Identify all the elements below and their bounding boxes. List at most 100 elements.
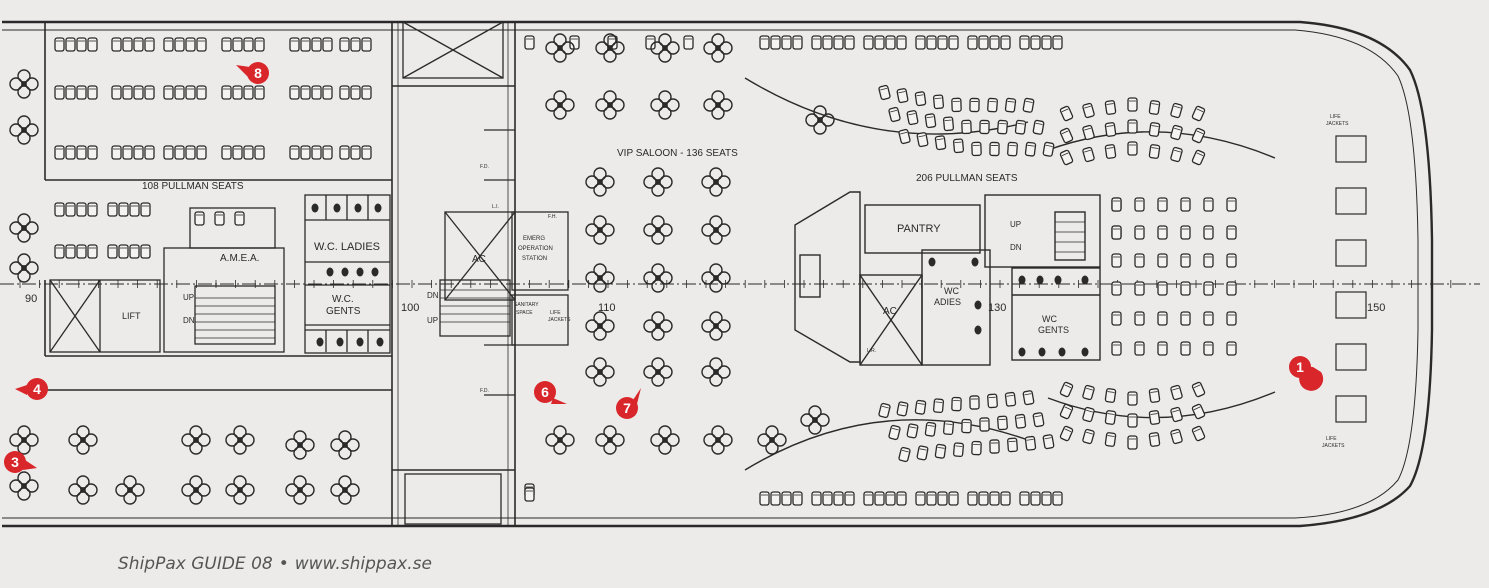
dn-mid-label: DN bbox=[427, 291, 439, 300]
seat bbox=[874, 35, 885, 50]
seat bbox=[822, 35, 833, 50]
seat bbox=[254, 145, 265, 160]
seat bbox=[951, 97, 962, 113]
seat bbox=[874, 491, 885, 506]
lounge-seat-cluster bbox=[181, 425, 211, 455]
website-link[interactable]: www.shippax.se bbox=[294, 554, 432, 574]
seat bbox=[1191, 105, 1206, 122]
lounge-seat-cluster bbox=[595, 90, 625, 120]
lounge-seat-cluster bbox=[68, 475, 98, 505]
seat bbox=[934, 443, 947, 460]
lounge-seat-cluster bbox=[9, 213, 39, 243]
seat bbox=[133, 145, 144, 160]
lounge-seat-cluster bbox=[545, 425, 575, 455]
seat bbox=[54, 145, 65, 160]
seat bbox=[243, 145, 254, 160]
seat bbox=[934, 134, 947, 151]
center-core bbox=[402, 21, 569, 525]
seat bbox=[937, 491, 948, 506]
seat bbox=[1226, 341, 1237, 356]
seat bbox=[770, 35, 781, 50]
marker-1: 1 bbox=[1289, 356, 1324, 391]
lounge-seat-cluster bbox=[643, 215, 673, 245]
seat bbox=[234, 211, 245, 226]
seat bbox=[1203, 341, 1214, 356]
lounge-seat-cluster bbox=[585, 311, 615, 341]
lounge-seat-cluster bbox=[9, 425, 39, 455]
seat bbox=[1169, 384, 1184, 401]
seat bbox=[524, 487, 535, 502]
seat bbox=[759, 491, 770, 506]
fd-bottom-label: F.D. bbox=[480, 388, 489, 394]
seat bbox=[1134, 253, 1145, 268]
seat bbox=[311, 85, 322, 100]
marker-7: 7 bbox=[616, 388, 641, 419]
marker-8: 8 bbox=[236, 62, 269, 84]
gents-left-label: GENTS bbox=[326, 306, 361, 317]
seat bbox=[194, 211, 205, 226]
seat bbox=[1157, 341, 1168, 356]
lounge-seat-cluster bbox=[650, 425, 680, 455]
seat bbox=[232, 37, 243, 52]
svg-text:3: 3 bbox=[11, 454, 19, 470]
seat bbox=[232, 85, 243, 100]
seat bbox=[770, 491, 781, 506]
seat bbox=[1052, 35, 1063, 50]
lounge-seat-cluster bbox=[650, 90, 680, 120]
seat bbox=[1169, 102, 1184, 119]
seat bbox=[1180, 311, 1191, 326]
seat bbox=[1191, 425, 1206, 442]
seat bbox=[1030, 35, 1041, 50]
seat bbox=[1004, 391, 1017, 407]
seat bbox=[915, 491, 926, 506]
seat bbox=[1059, 381, 1074, 398]
seat bbox=[887, 424, 902, 441]
seat bbox=[1081, 384, 1096, 401]
seat bbox=[300, 85, 311, 100]
seat bbox=[1148, 387, 1161, 404]
seat bbox=[1081, 428, 1096, 445]
seat bbox=[174, 85, 185, 100]
seat bbox=[300, 37, 311, 52]
seat bbox=[1104, 121, 1117, 138]
seat bbox=[986, 393, 999, 409]
seat bbox=[937, 35, 948, 50]
seat bbox=[996, 119, 1009, 135]
seat bbox=[339, 145, 350, 160]
seat bbox=[87, 202, 98, 217]
emerg-label-2: OPERATION bbox=[518, 246, 553, 252]
seat bbox=[1081, 102, 1096, 119]
seat bbox=[1191, 381, 1206, 398]
seat bbox=[1104, 431, 1117, 448]
seat bbox=[185, 85, 196, 100]
seat bbox=[1157, 311, 1168, 326]
seat bbox=[1019, 491, 1030, 506]
dn-right-label: DN bbox=[1010, 243, 1022, 252]
seat bbox=[1148, 99, 1161, 116]
li-label: L.I. bbox=[492, 204, 499, 210]
seat bbox=[1104, 99, 1117, 116]
seat bbox=[300, 145, 311, 160]
seat bbox=[311, 145, 322, 160]
lounge-seat-cluster bbox=[330, 430, 360, 460]
seat bbox=[1006, 437, 1019, 453]
seat bbox=[1148, 143, 1161, 160]
seat bbox=[185, 37, 196, 52]
seat bbox=[76, 85, 87, 100]
seat bbox=[1203, 281, 1214, 296]
seat bbox=[1022, 389, 1035, 406]
seat bbox=[978, 35, 989, 50]
lounge-seat-cluster bbox=[285, 475, 315, 505]
seat bbox=[897, 128, 912, 145]
seat bbox=[863, 491, 874, 506]
wc-adies-label-2: ADIES bbox=[934, 297, 961, 307]
seat bbox=[1111, 197, 1122, 212]
seat bbox=[811, 491, 822, 506]
seat bbox=[1226, 225, 1237, 240]
seat bbox=[107, 244, 118, 259]
seat bbox=[1226, 311, 1237, 326]
seat bbox=[877, 84, 892, 101]
seat bbox=[1024, 141, 1037, 157]
vip-saloon-label: VIP SALOON - 136 SEATS bbox=[617, 148, 738, 159]
seat bbox=[350, 85, 361, 100]
